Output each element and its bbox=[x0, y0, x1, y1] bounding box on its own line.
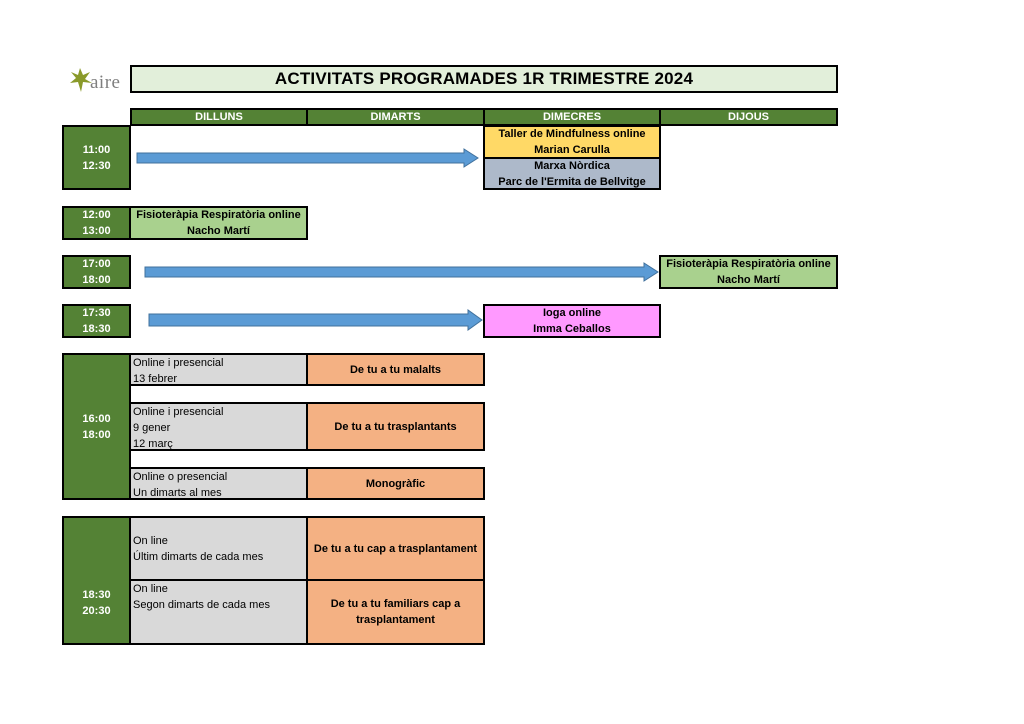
arrow-icon bbox=[144, 262, 659, 282]
group-date: 13 febrer bbox=[133, 373, 178, 385]
activity-name: Ioga online bbox=[542, 307, 602, 319]
group-date: 9 gener bbox=[133, 422, 171, 434]
group-trasplantants: De tu a tu trasplantants bbox=[306, 402, 485, 451]
group-name: Monogràfic bbox=[365, 477, 426, 490]
time-start: 12:00 bbox=[82, 209, 111, 221]
day-label: DILLUNS bbox=[195, 111, 243, 123]
time-start: 17:00 bbox=[82, 258, 111, 270]
logo: aire bbox=[66, 64, 130, 100]
time-end: 18:30 bbox=[82, 323, 111, 335]
day-label: DIJOUS bbox=[728, 111, 769, 123]
activity-name: Marxa Nòrdica bbox=[534, 159, 610, 172]
group-frequency: Últim dimarts de cada mes bbox=[133, 550, 264, 563]
time-end: 20:30 bbox=[82, 604, 111, 617]
group-name: De tu a tu familiars cap a bbox=[330, 598, 461, 610]
group-info-trasplantants: Online i presencial 9 gener 12 març bbox=[129, 402, 308, 451]
group-name-cont: trasplantament bbox=[356, 614, 435, 626]
time-start: 16:00 bbox=[82, 412, 111, 425]
group-frequency: Segon dimarts de cada mes bbox=[133, 599, 270, 611]
group-mode: Online o presencial bbox=[133, 471, 228, 483]
activity-name: Fisioteràpia Respiratòria online bbox=[666, 258, 831, 270]
time-end: 18:00 bbox=[82, 428, 111, 441]
group-info-malalts: Online i presencial 13 febrer bbox=[129, 353, 308, 386]
time-start: 18:30 bbox=[82, 588, 111, 601]
activity-fisioterapia-dilluns: Fisioteràpia Respiratòria online Nacho M… bbox=[129, 206, 308, 240]
activity-instructor: Imma Ceballos bbox=[533, 323, 611, 335]
time-end: 13:00 bbox=[82, 225, 111, 237]
group-name: De tu a tu trasplantants bbox=[334, 420, 457, 433]
time-slot-1: 11:00 12:30 bbox=[62, 125, 131, 190]
page-title-text: ACTIVITATS PROGRAMADES 1R TRIMESTRE 2024 bbox=[274, 69, 694, 88]
activity-marxa-nordica: Marxa Nòrdica Parc de l'Ermita de Bellvi… bbox=[483, 157, 661, 190]
group-mode: Online i presencial bbox=[133, 406, 224, 418]
group-name: De tu a tu cap a trasplantament bbox=[313, 542, 478, 555]
day-header-dimarts: DIMARTS bbox=[306, 108, 485, 126]
logo-text: aire bbox=[90, 72, 121, 93]
day-label: DIMARTS bbox=[370, 111, 421, 123]
group-monografic: Monogràfic bbox=[306, 467, 485, 500]
group-mode: Online i presencial bbox=[133, 357, 224, 369]
activity-name: Fisioteràpia Respiratòria online bbox=[136, 209, 301, 221]
leaf-icon bbox=[70, 68, 92, 92]
activity-instructor: Nacho Martí bbox=[187, 225, 250, 237]
activity-ioga: Ioga online Imma Ceballos bbox=[483, 304, 661, 338]
time-start: 11:00 bbox=[82, 143, 111, 156]
activity-mindfulness: Taller de Mindfulness online Marian Caru… bbox=[483, 125, 661, 159]
group-familiars: De tu a tu familiars cap a trasplantamen… bbox=[306, 579, 485, 645]
time-slot-5: 16:00 18:00 bbox=[62, 353, 131, 500]
group-info-familiars: On line Segon dimarts de cada mes bbox=[129, 579, 308, 645]
group-info-monografic: Online o presencial Un dimarts al mes bbox=[129, 467, 308, 500]
time-slot-4: 17:30 18:30 bbox=[62, 304, 131, 338]
group-info-cap-trasplantament: On line Últim dimarts de cada mes bbox=[129, 516, 308, 581]
page-title: ACTIVITATS PROGRAMADES 1R TRIMESTRE 2024 bbox=[130, 65, 838, 93]
time-start: 17:30 bbox=[82, 307, 111, 319]
activity-name: Taller de Mindfulness online bbox=[498, 128, 646, 140]
day-header-dilluns: DILLUNS bbox=[130, 108, 308, 126]
group-malalts: De tu a tu malalts bbox=[306, 353, 485, 386]
group-frequency: Un dimarts al mes bbox=[133, 487, 222, 499]
activity-fisioterapia-dijous: Fisioteràpia Respiratòria online Nacho M… bbox=[659, 255, 838, 289]
group-mode: On line bbox=[133, 534, 168, 547]
time-end: 12:30 bbox=[82, 159, 111, 172]
group-mode: On line bbox=[133, 583, 168, 595]
activity-location: Parc de l'Ermita de Bellvitge bbox=[498, 175, 646, 188]
group-cap-trasplantament: De tu a tu cap a trasplantament bbox=[306, 516, 485, 581]
time-end: 18:00 bbox=[82, 274, 111, 286]
arrow-icon bbox=[148, 309, 483, 331]
activity-instructor: Marian Carulla bbox=[534, 144, 610, 156]
time-slot-2: 12:00 13:00 bbox=[62, 206, 131, 240]
group-date: 12 març bbox=[133, 438, 173, 450]
day-header-dijous: DIJOUS bbox=[659, 108, 838, 126]
time-slot-6: 18:30 20:30 bbox=[62, 516, 131, 645]
day-label: DIMECRES bbox=[542, 111, 602, 123]
time-slot-3: 17:00 18:00 bbox=[62, 255, 131, 289]
group-name: De tu a tu malalts bbox=[349, 363, 442, 376]
day-header-dimecres: DIMECRES bbox=[483, 108, 661, 126]
activity-instructor: Nacho Martí bbox=[717, 274, 780, 286]
arrow-icon bbox=[136, 148, 479, 168]
